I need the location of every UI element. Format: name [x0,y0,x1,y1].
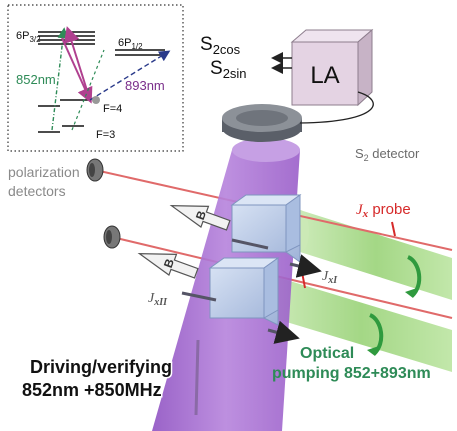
transition-pink-up [63,26,91,101]
lockin-side [357,28,373,107]
level-6p12-label: 6P1/2 [118,37,143,51]
jxii-arrow-left [181,291,217,302]
inset-frame [7,4,184,152]
b-arrow-lower [137,253,199,279]
jx-probe-label: Jx probe [356,201,411,220]
wavelength-852-label: 852nm [16,72,56,87]
pump-rotation-arrowhead-upper [405,288,417,298]
polarization-detectors [86,158,121,249]
lockin-front [291,41,359,106]
energy-level-inset: 6P3/2 6P1/2 F=4 F=3 852nm 893nm [7,4,184,152]
vapor-cell-lower-side [263,257,279,319]
vapor-cells [208,194,302,326]
spin-vectors [181,238,322,344]
jxii-arrow-right [267,320,300,344]
b-arrow-upper [169,205,231,231]
lock-in-amplifier: LA [271,28,374,124]
polarization-detectors-label-line1: polarization [8,164,80,180]
level-f3-label: F=3 [96,129,115,141]
s2sin-label: S2sin [210,58,247,81]
population-dot [92,96,100,104]
jxi-label: JxI [322,269,338,286]
s2cos-label: S2cos [200,34,241,57]
pump-beam-lower [270,275,452,372]
driving-beam-top [232,138,300,162]
driving-label-line2: 852nm +850MHz [22,380,162,400]
driving-polarization [194,339,200,416]
wavelength-893-label: 893nm [125,78,165,93]
lockin-label: LA [310,62,339,89]
s2-detector-label: S2 detector [355,146,420,163]
transition-893-navy [89,50,171,101]
jxi-arrow-right [289,254,322,278]
probe-polarization-upper [391,221,396,237]
transition-dashed-green [71,49,105,131]
jxi-arrow-left [231,238,269,250]
transition-pink-down [61,37,93,104]
level-6p32-label: 6P3/2 [16,30,41,44]
level-f4-label: F=4 [103,103,122,115]
polarization-detectors-label-line2: detectors [8,183,66,199]
driving-label-line1: Driving/verifying [30,357,172,377]
jxii-label: JxII [148,291,168,308]
lockin-cable [299,91,374,124]
magnetic-field-arrows: B B [137,205,231,279]
optical-pumping-label-line1: Optical [300,345,354,362]
transition-852-green [51,27,69,131]
optical-pumping-label-line2: pumping 852+893nm [272,365,431,382]
pump-rotation-arrowhead-lower [367,346,379,356]
pump-beam-upper [300,210,452,300]
vapor-cell-upper-side [285,194,301,253]
s2-detector [222,104,302,142]
